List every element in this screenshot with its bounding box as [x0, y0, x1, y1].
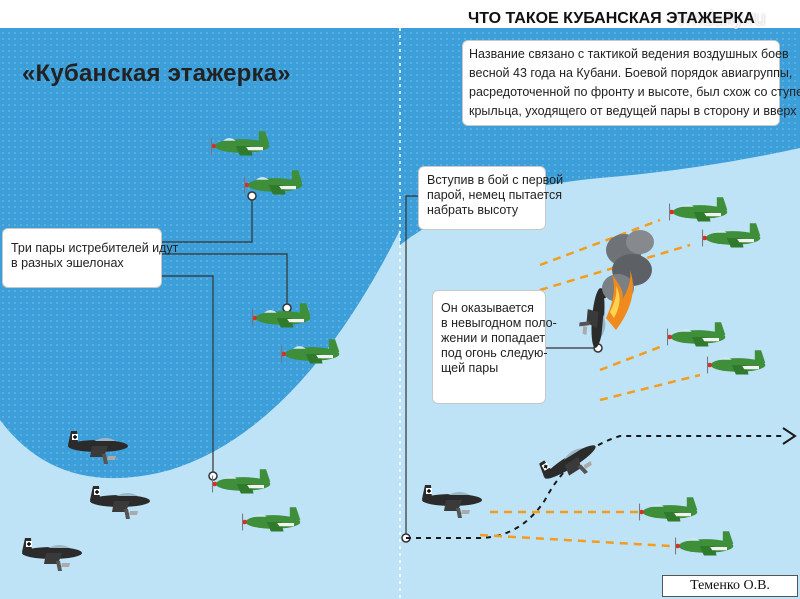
- callout-line: щей пары: [441, 361, 499, 375]
- diagram-title: «Кубанская этажерка»: [22, 60, 291, 87]
- info-heading: ЧТО ТАКОЕ КУБАНСКАЯ ЭТАЖЕРКА: [468, 10, 755, 27]
- callout-line: парой, немец пытается: [427, 188, 563, 202]
- callout-line: под огонь следую-: [441, 346, 548, 360]
- info-description: Название связано с тактикой ведения возд…: [462, 40, 800, 126]
- watermark-text: vmdaily.ru: [676, 8, 766, 30]
- callout-three-pairs: Три пары истребителей идут в разных эшел…: [2, 228, 179, 288]
- author-credit: Теменко О.В.: [662, 575, 798, 597]
- callout-line: в разных эшелонах: [11, 256, 124, 270]
- info-line: весной 43 года на Кубани. Боевой порядок…: [469, 66, 793, 80]
- callout-line: жении и попадает: [441, 331, 546, 345]
- callout-disadvantage: Он оказывается в невыгодном поло- жении …: [432, 290, 557, 404]
- info-line: Название связано с тактикой ведения возд…: [469, 47, 789, 61]
- info-line: расредоточенной по фронту и высоте, был …: [469, 85, 800, 99]
- callout-line: Вступив в бой с первой: [427, 173, 564, 187]
- callout-line: в невыгодном поло-: [441, 316, 557, 330]
- callout-enemy-climbs: Вступив в бой с первой парой, немец пыта…: [418, 166, 564, 230]
- callout-line: Он оказывается: [441, 301, 534, 315]
- callout-line: набрать высоту: [427, 203, 519, 217]
- callout-line: Три пары истребителей идут: [11, 241, 179, 255]
- info-line: крыльца, уходящего от ведущей пары в сто…: [469, 104, 797, 118]
